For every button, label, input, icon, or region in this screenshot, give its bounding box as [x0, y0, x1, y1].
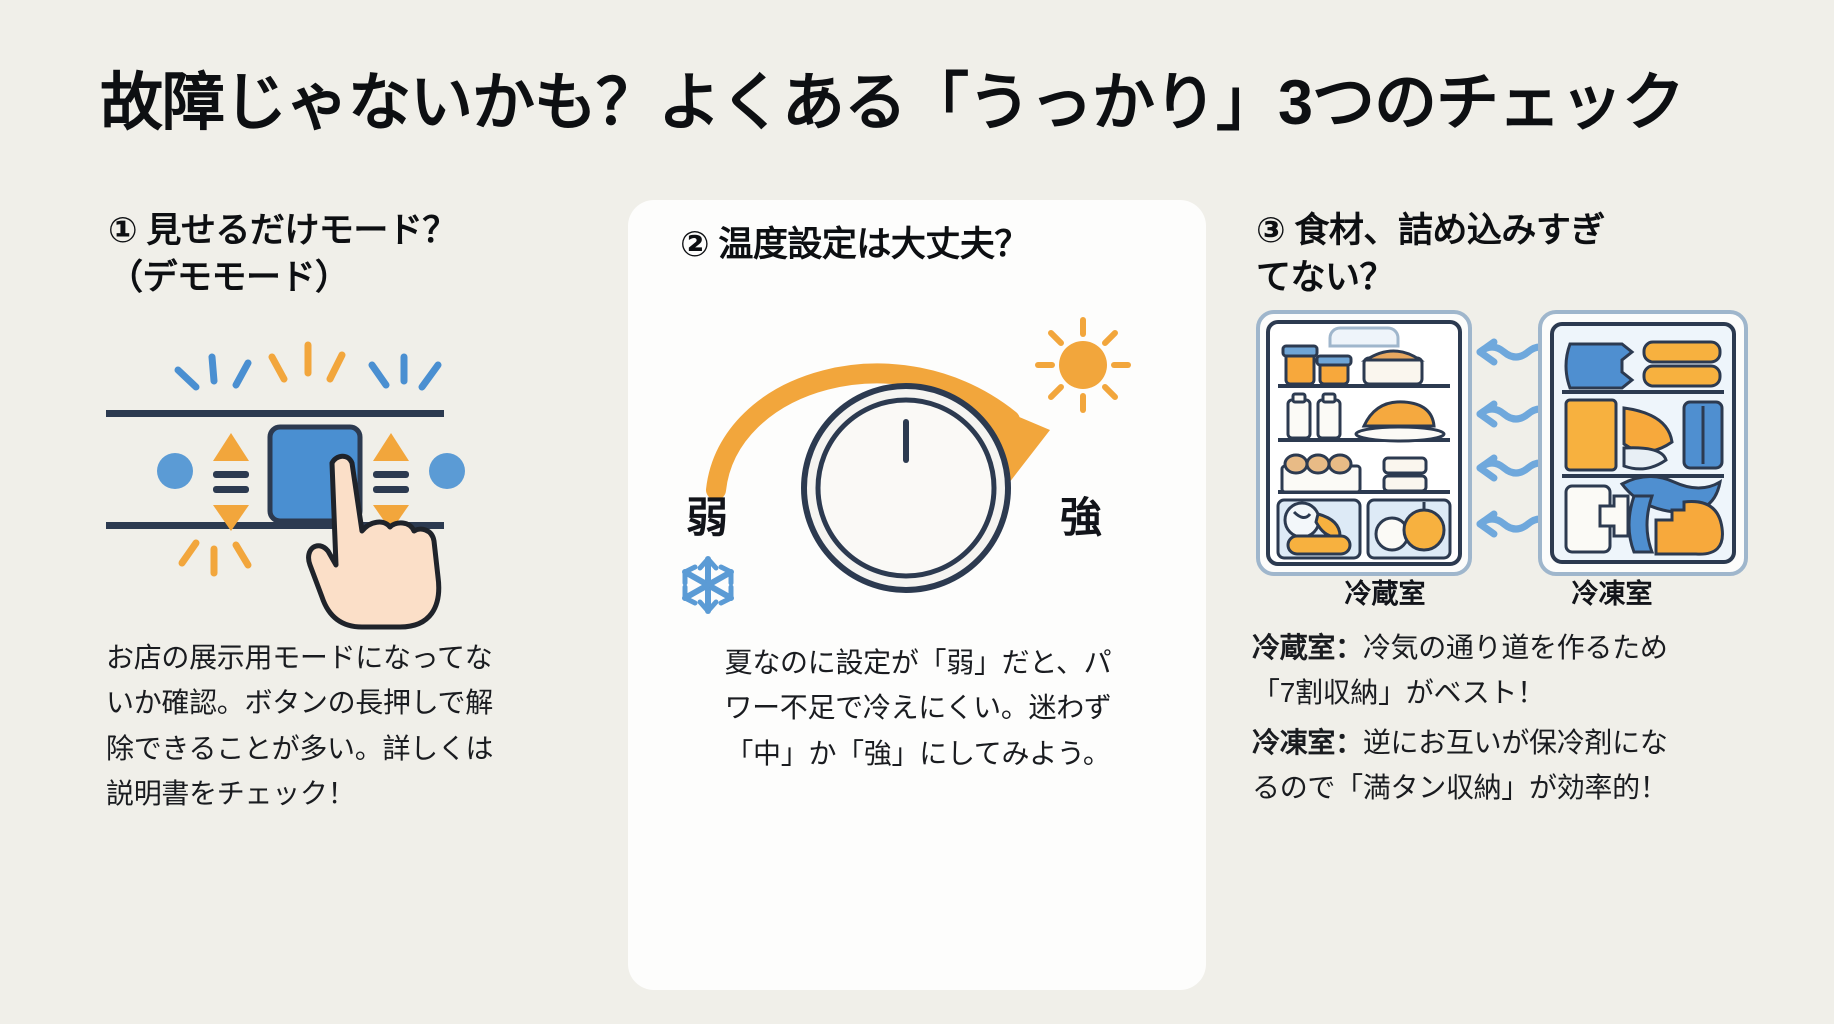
freezer-compartment — [1538, 310, 1748, 576]
check-2-body-line-3: 「中」か「強」にしてみよう。 — [725, 737, 1111, 769]
temperature-dial — [801, 383, 1011, 593]
check-3-heading: ③ 食材、詰め込みすぎ てない？ — [1256, 208, 1736, 301]
check-1-body-line-3: 除できることが多い。詳しくは — [106, 732, 494, 764]
check-2-body-line-1: 夏なのに設定が「弱」だと、パ — [724, 647, 1112, 678]
check-3-heading-line2: てない？ — [1256, 257, 1395, 297]
check-2-body: 夏なのに設定が「弱」だと、パ ワー不足で冷えにくい。迷わず 「中」か「強」にして… — [668, 640, 1168, 776]
check-2-heading: ② 温度設定は大丈夫？ — [680, 225, 1029, 264]
freezer-room-label: 冷凍室 — [1571, 579, 1653, 609]
fridge-room-label: 冷蔵室 — [1344, 579, 1426, 609]
fridge-compartment — [1256, 310, 1472, 576]
dial-weak-label: 弱 — [686, 494, 728, 541]
sparkle-rays-bottom — [178, 539, 252, 577]
dial-strong-label: 強 — [1060, 494, 1102, 541]
fridge-line1-rest: 冷気の通り道を作るため — [1362, 632, 1668, 663]
check-item-1: ① 見せるだけモード？ （デモモード） — [100, 200, 570, 990]
fridge-lead: 冷蔵室： — [1252, 632, 1363, 663]
indicator-dot-left — [157, 453, 193, 489]
check-1-heading: ① 見せるだけモード？ （デモモード） — [108, 208, 578, 301]
check-1-body-line-1: お店の展示用モードになってな — [106, 642, 493, 673]
page-title: 故障じゃないかも？よくある「うっかり」3つのチェック — [100, 68, 1685, 138]
indicator-dot-right — [429, 453, 465, 489]
snowflake-icon — [682, 556, 734, 614]
check-3-freezer-line-1: 冷凍室：逆にお互いが保冷剤にな — [1252, 720, 1752, 765]
fridge-freezer-illustration — [1252, 308, 1752, 628]
check-3-fridge-line-1: 冷蔵室：冷気の通り道を作るため — [1252, 625, 1752, 670]
stepper-right — [373, 433, 409, 531]
stepper-left — [213, 433, 249, 531]
check-3-fridge-line-2: 「7割収納」がベスト！ — [1252, 677, 1545, 709]
sparkle-rays-top — [174, 341, 442, 391]
check-item-2: ② 温度設定は大丈夫？ — [628, 200, 1206, 990]
sun-icon — [1035, 317, 1131, 413]
freezer-lead: 冷凍室： — [1252, 726, 1363, 758]
temperature-dial-illustration: 弱 強 — [658, 310, 1178, 640]
check-3-body: 冷蔵室：冷気の通り道を作るため 「7割収納」がベスト！ 冷凍室：逆にお互いが保冷… — [1252, 625, 1752, 810]
check-1-body-line-4: 説明書をチェック！ — [106, 778, 356, 810]
check-1-heading-line2: （デモモード） — [108, 257, 350, 297]
check-2-body-line-2: ワー不足で冷えにくい。迷わず — [724, 692, 1112, 724]
control-panel-illustration — [100, 315, 570, 635]
freezer-line1-rest: 逆にお互いが保冷剤にな — [1362, 726, 1668, 758]
check-1-body: お店の展示用モードになってな いか確認。ボタンの長押しで解 除できることが多い。… — [106, 635, 576, 816]
room-labels: 冷蔵室 冷凍室 — [1252, 572, 1752, 611]
check-1-heading-line1: ① 見せるだけモード？ — [108, 211, 457, 250]
pointing-hand-icon — [306, 453, 442, 630]
check-item-3: ③ 食材、詰め込みすぎ てない？ — [1252, 200, 1748, 990]
check-3-freezer-line-2: るので「満タン収納」が効率的！ — [1252, 772, 1668, 804]
check-3-heading-line1: ③ 食材、詰め込みすぎ — [1256, 211, 1605, 250]
check-1-body-line-2: いか確認。ボタンの長押しで解 — [106, 687, 493, 719]
